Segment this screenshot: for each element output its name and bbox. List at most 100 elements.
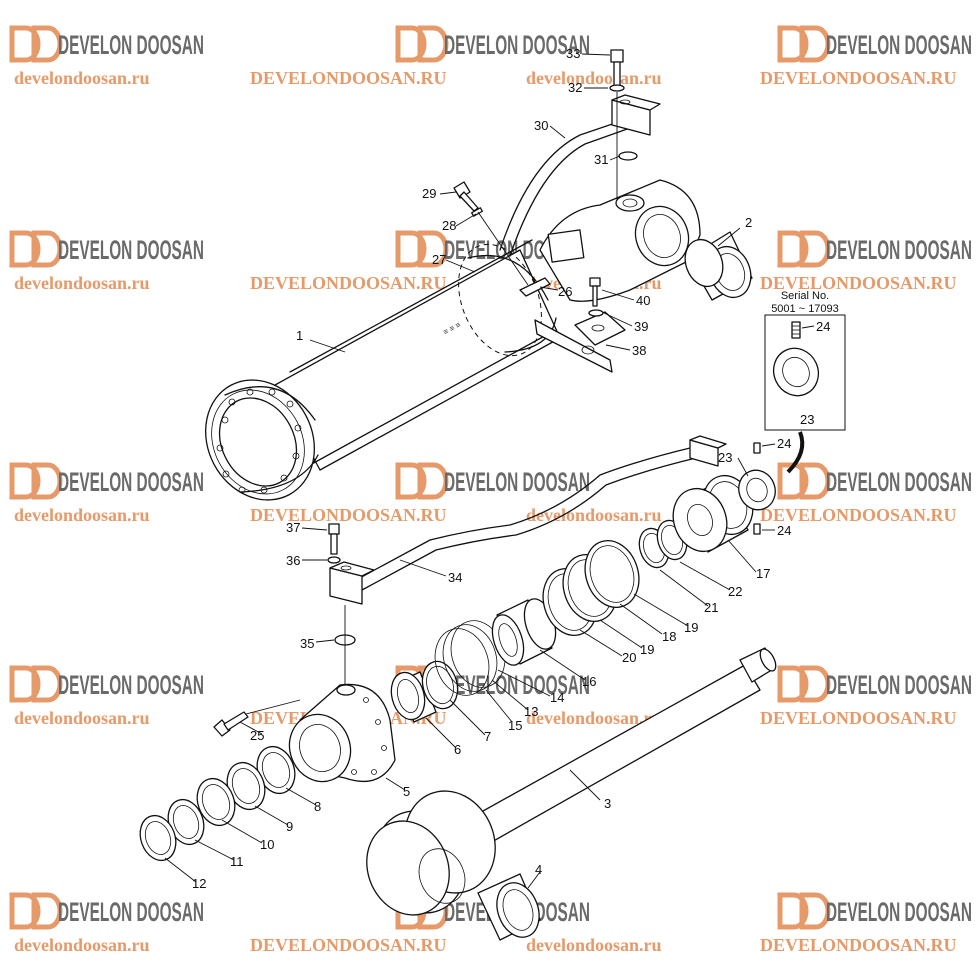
bushing-4 <box>477 873 541 941</box>
pipe-34 <box>329 435 727 605</box>
cylinder-head-end <box>534 179 701 373</box>
callout-15: 15 <box>508 718 522 733</box>
callout-27: 27 <box>432 252 446 267</box>
callout-23a: 23 <box>718 450 732 465</box>
part-callouts: 1 2 3 4 5 6 7 8 9 10 11 12 13 14 15 16 1… <box>192 46 830 891</box>
watermark-url: DEVELONDOOSAN.RU <box>250 935 447 955</box>
callout-10: 10 <box>260 837 274 852</box>
watermark: DEVELON DOOSAN develondoosan.ru <box>9 25 204 88</box>
bolt-25 <box>213 699 301 737</box>
watermark-url: DEVELONDOOSAN.RU <box>250 68 447 88</box>
callout-24c: 24 <box>816 319 830 334</box>
watermark: DEVELON DOOSAN develondoosan.ru <box>9 892 204 955</box>
watermark-logo-icon <box>9 665 63 703</box>
spacer-16 <box>491 598 557 666</box>
seal-rings-lower <box>139 745 296 862</box>
callout-8: 8 <box>314 799 321 814</box>
watermark: DEVELON DOOSAN DEVELONDOOSAN.RU <box>760 230 972 293</box>
callout-30: 30 <box>534 118 548 133</box>
watermark: DEVELON DOOSAN develondoosan.ru <box>9 665 204 728</box>
watermark-url: develondoosan.ru <box>526 68 662 88</box>
pipe-30 <box>499 94 661 257</box>
watermark-brand: DEVELON DOOSAN <box>58 670 204 700</box>
serial-title: Serial No. <box>781 290 829 302</box>
watermark-brand: DEVELON DOOSAN <box>826 235 972 265</box>
watermark-brand: DEVELON DOOSAN <box>58 30 204 60</box>
gland-5 <box>288 683 396 783</box>
callout-40: 40 <box>636 293 650 308</box>
watermark-logo-icon <box>9 230 63 268</box>
nut-23 <box>738 442 776 535</box>
watermark-logo-icon <box>777 230 831 268</box>
piston-17 <box>672 474 754 553</box>
callout-32: 32 <box>568 80 582 95</box>
watermark-url: DEVELONDOOSAN.RU <box>760 505 957 525</box>
callout-35: 35 <box>300 636 314 651</box>
watermark: DEVELON DOOSAN develondoosan.ru DEVELONDOO… <box>250 25 662 88</box>
watermark-url: develondoosan.ru <box>14 708 150 728</box>
watermark-brand: DEVELON DOOSAN <box>444 467 590 497</box>
callout-29: 29 <box>422 186 436 201</box>
watermark-url: DEVELONDOOSAN.RU <box>250 505 447 525</box>
watermark: DEVELON DOOSAN DEVELONDOOSAN.RU <box>760 892 972 955</box>
watermark-url: DEVELONDOOSAN.RU <box>760 68 957 88</box>
seal-rings-18-20 <box>542 540 640 636</box>
watermark-brand: DEVELON DOOSAN <box>58 235 204 265</box>
watermark-brand: DEVELON DOOSAN <box>826 670 972 700</box>
watermark-url: develondoosan.ru <box>526 708 662 728</box>
callout-2: 2 <box>745 215 752 230</box>
callout-21: 21 <box>704 600 718 615</box>
callout-19b: 19 <box>640 642 654 657</box>
watermark-logo-icon <box>777 462 831 500</box>
callout-1: 1 <box>296 328 303 343</box>
callout-11: 11 <box>230 854 244 869</box>
watermark-logo-icon <box>395 25 449 63</box>
watermark-url: DEVELONDOOSAN.RU <box>760 708 957 728</box>
watermark-logo-icon <box>9 462 63 500</box>
callout-16: 16 <box>582 674 596 689</box>
watermark-logo-icon <box>395 462 449 500</box>
callout-9: 9 <box>286 819 293 834</box>
serial-range: 5001 ~ 17093 <box>771 303 839 315</box>
watermark-brand: DEVELON DOOSAN <box>58 897 204 927</box>
callout-18: 18 <box>662 629 676 644</box>
callout-6: 6 <box>454 742 461 757</box>
callout-leaders <box>164 53 815 889</box>
serial-box: Serial No. 5001 ~ 17093 <box>764 290 846 474</box>
watermark: DEVELON DOOSANdevelondoosan.ruDEVELONDOO… <box>250 462 662 525</box>
watermark-url: DEVELONDOOSAN.RU <box>760 935 957 955</box>
watermark-brand: DEVELON DOOSAN <box>826 30 972 60</box>
watermark-logo-icon <box>777 665 831 703</box>
callout-34: 34 <box>448 570 462 585</box>
piston-rod-3 <box>366 647 777 916</box>
watermark-brand: DEVELON DOOSAN <box>826 897 972 927</box>
callout-3: 3 <box>604 796 611 811</box>
watermark: DEVELON DOOSAN DEVELONDOOSAN.RU <box>760 25 972 88</box>
watermark-url: develondoosan.ru <box>14 935 150 955</box>
watermark-url: develondoosan.ru <box>14 505 150 525</box>
callout-20: 20 <box>622 650 636 665</box>
callout-23b: 23 <box>800 412 814 427</box>
watermark: DEVELON DOOSAN DEVELONDOOSAN.RU <box>760 665 972 728</box>
watermark-url: develondoosan.ru <box>14 273 150 293</box>
watermark-logo-icon <box>777 25 831 63</box>
watermark-brand: DEVELON DOOSAN <box>826 467 972 497</box>
bolt-29 <box>453 181 529 286</box>
callout-25: 25 <box>250 728 264 743</box>
watermark-url: develondoosan.ru <box>526 935 662 955</box>
watermark: DEVELON DOOSAN develondoosan.ru <box>9 230 204 293</box>
callout-37: 37 <box>286 520 300 535</box>
watermark-url: develondoosan.ru <box>14 68 150 88</box>
watermark-brand: DEVELON DOOSAN <box>444 30 590 60</box>
watermark-logo-icon <box>9 892 63 930</box>
watermark-logo-icon <box>777 892 831 930</box>
callout-24a: 24 <box>777 436 791 451</box>
callout-4: 4 <box>535 862 542 877</box>
callout-24b: 24 <box>777 523 791 538</box>
watermark-url: DEVELONDOOSAN.RU <box>760 273 957 293</box>
bolt-33 <box>609 49 638 200</box>
bushing-2 <box>684 231 753 301</box>
callout-36: 36 <box>286 553 300 568</box>
